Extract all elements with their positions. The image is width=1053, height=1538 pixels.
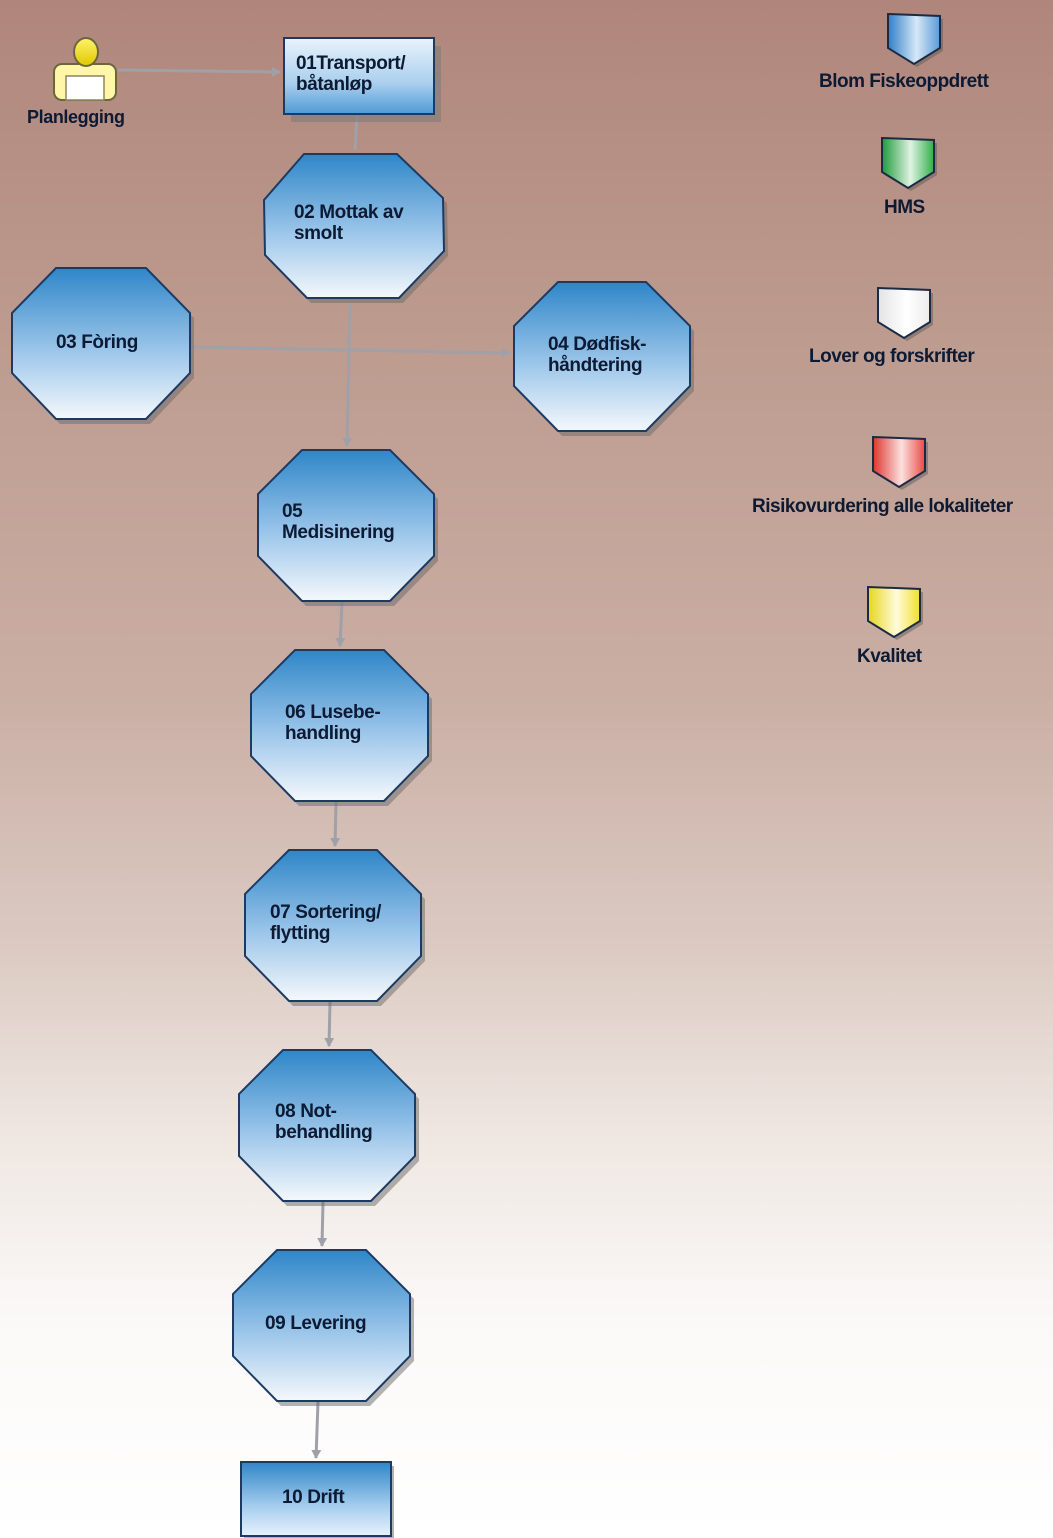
node-07-label: 07 Sortering/ flytting	[270, 902, 381, 944]
node-06-label: 06 Lusebe- handling	[285, 702, 381, 744]
node-01-line1: 01Transport/	[296, 53, 406, 74]
legend-shield-lover-og-forskrifter	[877, 286, 933, 341]
connector-03-04	[191, 345, 511, 358]
node-07-line1: 07 Sortering/	[270, 902, 381, 923]
process-node-06[interactable]	[250, 649, 432, 806]
node-04-line2: håndtering	[548, 355, 643, 376]
legend-shield-kvalitet	[867, 585, 923, 640]
node-02-label: 02 Mottak av smolt	[294, 202, 404, 244]
legend-shield-risikovurdering	[872, 435, 928, 490]
node-01-line2: båtanløp	[296, 74, 372, 95]
process-node-10[interactable]	[240, 1461, 394, 1538]
legend-label-blom-fiskeoppdrett: Blom Fiskeoppdrett	[819, 71, 989, 92]
node-02-line1: 02 Mottak av	[294, 202, 404, 223]
node-09-label: 09 Levering	[265, 1313, 367, 1334]
process-node-02[interactable]	[262, 153, 448, 303]
legend-label-hms: HMS	[884, 197, 925, 218]
node-06-line2: handling	[285, 723, 361, 744]
process-node-05[interactable]	[257, 449, 438, 606]
node-08-line2: behandling	[275, 1122, 373, 1143]
process-node-01[interactable]	[283, 37, 441, 122]
connector-02-05	[342, 299, 353, 447]
node-10-line1: 10 Drift	[282, 1487, 345, 1508]
legend-label-kvalitet: Kvalitet	[857, 646, 922, 667]
legend-shield-blom-fiskeoppdrett	[887, 12, 943, 67]
node-06-line1: 06 Lusebe-	[285, 702, 381, 723]
connector-08-09	[317, 1201, 328, 1247]
node-07-line2: flytting	[270, 923, 331, 944]
legend-label-lover-og-forskrifter: Lover og forskrifter	[809, 346, 975, 367]
node-04-line1: 04 Dødfisk-	[548, 334, 647, 355]
node-08-line1: 08 Not-	[275, 1101, 337, 1122]
node-08-label: 08 Not- behandling	[275, 1101, 373, 1143]
node-01-label: 01Transport/ båtanløp	[296, 53, 406, 95]
node-05-line2: Medisinering	[282, 522, 395, 543]
node-02-line2: smolt	[294, 223, 343, 244]
legend-shield-hms	[881, 136, 937, 191]
person-icon	[53, 37, 117, 101]
connectors	[117, 66, 511, 1459]
connector-05-06	[335, 601, 346, 647]
process-node-04[interactable]	[513, 281, 694, 436]
node-03-line1: 03 Fòring	[56, 332, 138, 353]
legend-label-risikovurdering: Risikovurdering alle lokaliteter	[752, 496, 1013, 517]
node-05-line1: 05	[282, 501, 303, 522]
process-node-08[interactable]	[238, 1049, 419, 1206]
node-10-label: 10 Drift	[282, 1487, 345, 1508]
node-04-label: 04 Dødfisk- håndtering	[548, 334, 646, 376]
actor-label: Planlegging	[27, 107, 125, 127]
connector-09-10	[311, 1401, 322, 1459]
process-node-03[interactable]	[11, 267, 194, 424]
connector-actor-01	[117, 66, 281, 77]
process-node-07[interactable]	[244, 849, 425, 1006]
node-09-line1: 09 Levering	[265, 1313, 367, 1334]
process-node-09[interactable]	[232, 1249, 414, 1406]
node-05-label: 05 Medisinering	[282, 501, 395, 543]
actor-planlegging[interactable]	[53, 37, 117, 101]
connector-06-07	[330, 801, 341, 847]
connector-07-08	[324, 1001, 335, 1047]
node-03-label: 03 Fòring	[56, 332, 138, 353]
